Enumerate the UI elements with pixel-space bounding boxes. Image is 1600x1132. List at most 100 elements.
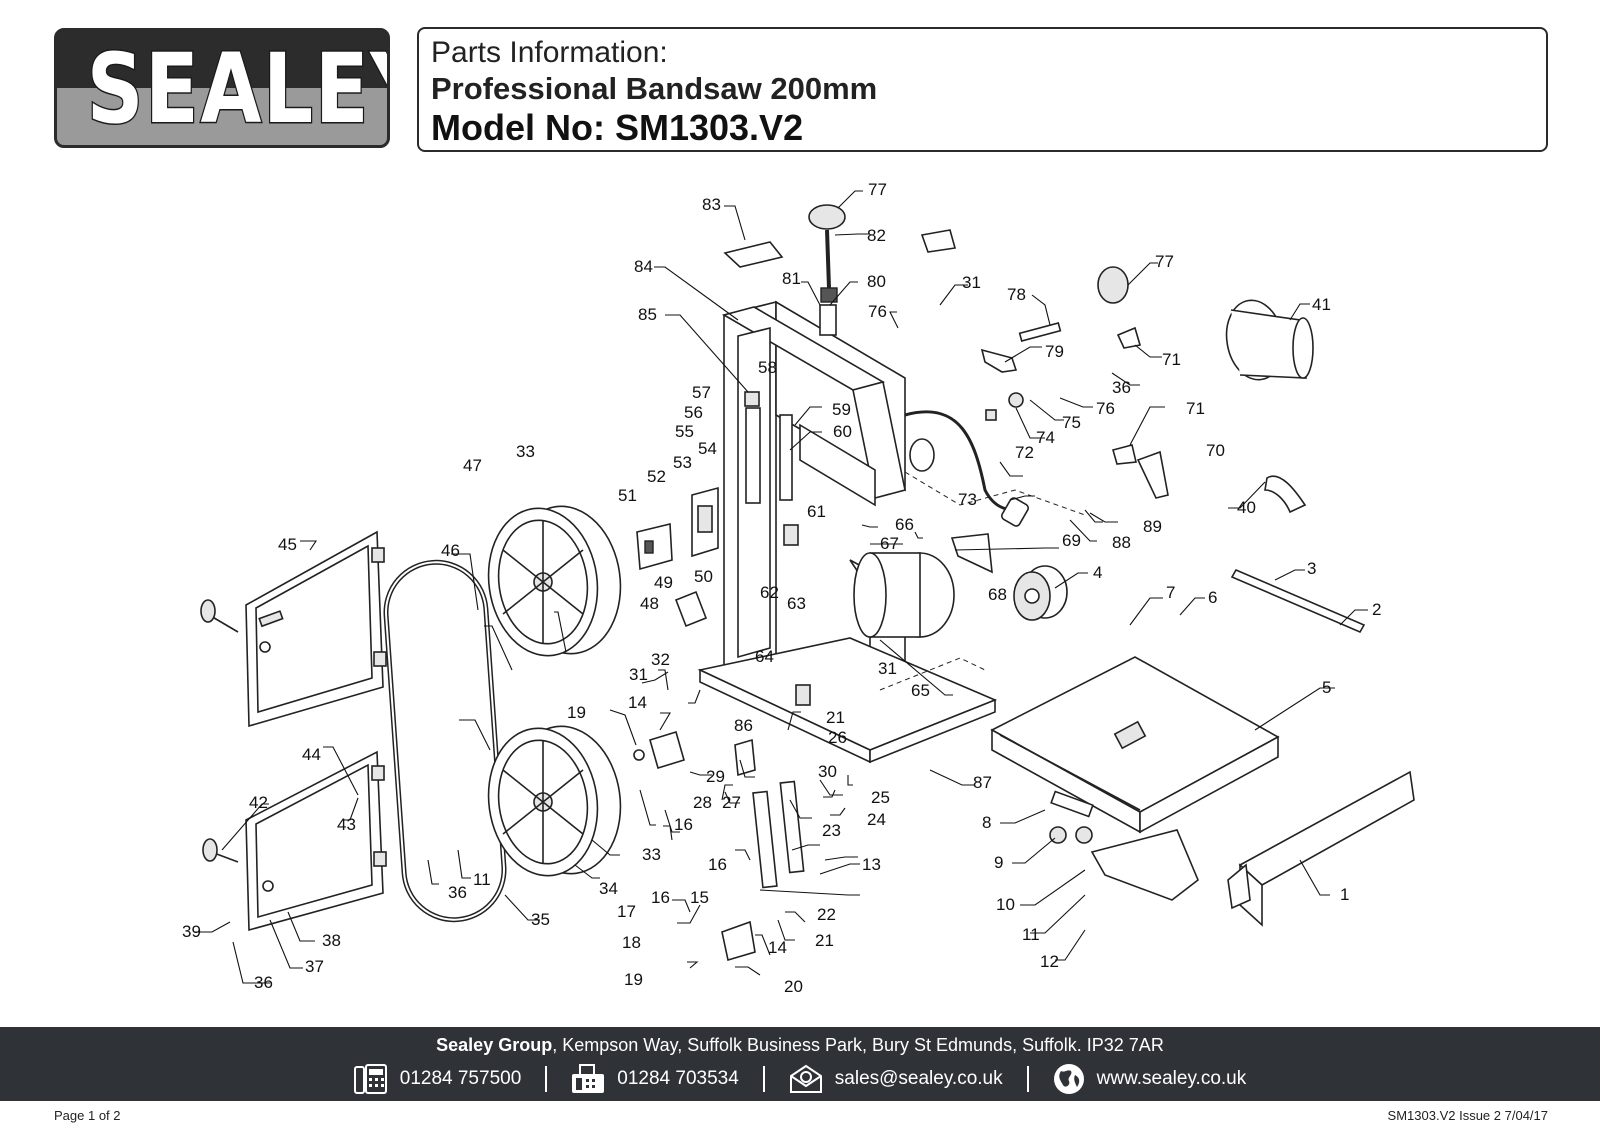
callout-2: 2 (1372, 600, 1381, 619)
sealey-logo: SEALEY (54, 28, 390, 148)
callout-36: 36 (1112, 378, 1131, 397)
callout-71b: 71 (1186, 399, 1205, 418)
callout-40: 40 (1237, 498, 1256, 517)
contact-divider (762, 1066, 765, 1092)
callout-80: 80 (867, 272, 886, 291)
logo-text: SEALEY (85, 32, 387, 146)
callout-56: 56 (684, 403, 703, 422)
guide-block-drawing (633, 730, 685, 770)
callout-31b: 31 (629, 665, 648, 684)
contact-divider (545, 1066, 548, 1092)
address-text: , Kempson Way, Suffolk Business Park, Bu… (552, 1035, 1164, 1055)
model-number: Model No: SM1303.V2 (431, 107, 804, 148)
callout-22: 22 (817, 905, 836, 924)
callout-45: 45 (278, 535, 297, 554)
callout-52: 52 (647, 467, 666, 486)
main-frame-drawing (697, 300, 998, 764)
callout-66: 66 (895, 515, 914, 534)
upper-door-drawing (200, 530, 387, 728)
callout-38: 38 (322, 931, 341, 950)
callout-41: 41 (1312, 295, 1331, 314)
callout-36c: 36 (254, 973, 273, 992)
contact-row: 01284 757500 01284 703534 sales@sealey.c… (0, 1063, 1600, 1095)
callout-33: 33 (516, 442, 535, 461)
callout-23: 23 (822, 821, 841, 840)
website-url[interactable]: www.sealey.co.uk (1096, 1068, 1247, 1089)
callout-3: 3 (1307, 559, 1316, 578)
title-box: Parts Information: Professional Bandsaw … (417, 27, 1548, 152)
callout-11b: 11 (473, 870, 491, 889)
callout-24: 24 (867, 810, 886, 829)
callout-37: 37 (305, 957, 324, 976)
website-contact: www.sealey.co.uk (1029, 1063, 1271, 1095)
callout-77: 77 (868, 180, 887, 199)
contact-divider (1026, 1066, 1029, 1092)
callout-55: 55 (675, 422, 694, 441)
table-trunnion-drawing (1049, 790, 1199, 901)
product-name: Professional Bandsaw 200mm (431, 71, 878, 106)
callout-89: 89 (1143, 517, 1162, 536)
callout-21b: 21 (815, 931, 834, 950)
fax-number[interactable]: 01284 703534 (617, 1068, 739, 1089)
callout-87: 87 (973, 773, 992, 792)
callout-58: 58 (758, 358, 777, 377)
callout-76: 76 (868, 302, 887, 321)
phone-number[interactable]: 01284 757500 (399, 1068, 522, 1089)
power-cable-drawing (904, 410, 1029, 527)
page-number: Page 1 of 2 (54, 1108, 121, 1123)
email-address[interactable]: sales@sealey.co.uk (834, 1068, 1003, 1089)
document-reference: SM1303.V2 Issue 2 7/04/17 (1387, 1108, 1548, 1123)
callout-18: 18 (622, 933, 641, 952)
blade-guide-drawing (744, 391, 799, 546)
callout-86: 86 (734, 716, 753, 735)
callout-84: 84 (634, 257, 653, 276)
callout-48: 48 (640, 594, 659, 613)
callout-68: 68 (988, 585, 1007, 604)
callout-14b: 14 (768, 938, 787, 957)
exploded-parts-diagram: 1 2 3 4 5 6 7 8 9 10 11 11 12 13 14 14 1… (0, 160, 1600, 1030)
callout-75: 75 (1062, 413, 1081, 432)
callout-19b: 19 (624, 970, 643, 989)
callout-1: 1 (1340, 885, 1349, 904)
parts-information-label: Parts Information: (431, 36, 668, 69)
callout-33b: 33 (642, 845, 661, 864)
callout-47: 47 (463, 456, 482, 475)
callout-16c: 16 (651, 888, 670, 907)
callout-34: 34 (599, 879, 618, 898)
upper-wheel-drawing (487, 505, 622, 657)
callout-36b: 36 (448, 883, 467, 902)
callout-35: 35 (531, 910, 550, 929)
callout-5: 5 (1322, 678, 1331, 697)
callout-16b: 16 (708, 855, 727, 874)
callout-25: 25 (871, 788, 890, 807)
callout-21: 21 (826, 708, 845, 727)
tension-knob-drawing (723, 204, 957, 336)
work-table-drawing (990, 656, 1280, 834)
callout-54: 54 (698, 439, 717, 458)
callout-7: 7 (1166, 583, 1175, 602)
phone-contact: 01284 757500 (330, 1064, 546, 1094)
email-contact: sales@sealey.co.uk (765, 1064, 1027, 1094)
callout-70: 70 (1206, 441, 1225, 460)
callout-labels: 1 2 3 4 5 6 7 8 9 10 11 11 12 13 14 14 1… (182, 180, 1381, 996)
switch-assembly-drawing (636, 486, 719, 628)
company-address: Sealey Group, Kempson Way, Suffolk Busin… (0, 1033, 1600, 1057)
callout-17: 17 (617, 902, 636, 921)
callout-13: 13 (862, 855, 881, 874)
callout-72: 72 (1015, 443, 1034, 462)
callout-69: 69 (1062, 531, 1081, 550)
callout-29: 29 (706, 767, 725, 786)
callout-26: 26 (828, 728, 847, 747)
drive-pulley-drawing (1013, 565, 1068, 621)
pulley-cover-drawing (1225, 299, 1314, 381)
callout-81: 81 (782, 269, 801, 288)
callout-59: 59 (832, 400, 851, 419)
blade-guard-drawing (950, 475, 1307, 574)
callout-19: 19 (567, 703, 586, 722)
fax-contact: 01284 703534 (547, 1064, 763, 1094)
callout-16: 16 (674, 815, 693, 834)
callout-83: 83 (702, 195, 721, 214)
email-icon (789, 1064, 822, 1093)
fence-drawing (1227, 568, 1415, 927)
lower-door-drawing (202, 750, 387, 932)
